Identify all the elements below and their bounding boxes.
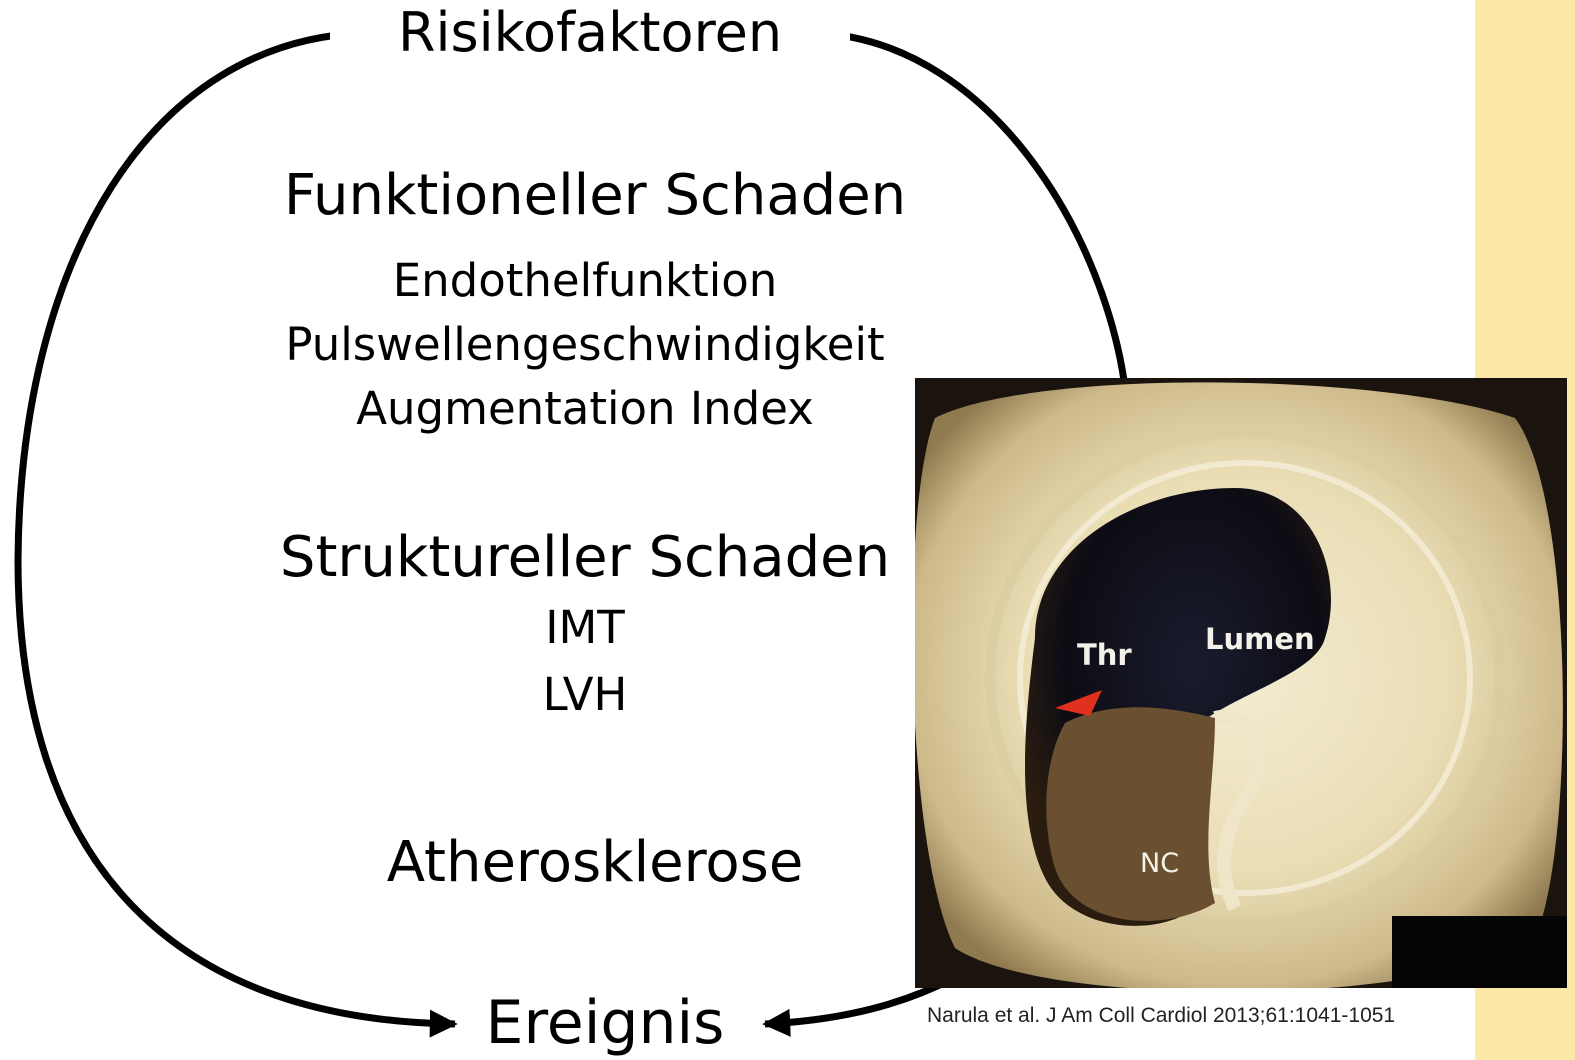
citation: Narula et al. J Am Coll Cardiol 2013;61:… bbox=[927, 1004, 1395, 1028]
functional-damage-title: Funktioneller Schaden bbox=[255, 168, 935, 224]
thrombus-label: Thr bbox=[1077, 638, 1132, 672]
lumen-label: Lumen bbox=[1205, 622, 1315, 656]
necrotic-core-label: NC bbox=[1140, 848, 1179, 879]
structural-item: IMT bbox=[255, 605, 915, 650]
event-label: Ereignis bbox=[485, 993, 725, 1053]
structural-item: LVH bbox=[255, 672, 915, 717]
atherosclerosis-label: Atherosklerose bbox=[255, 835, 935, 891]
functional-item: Augmentation Index bbox=[255, 386, 915, 431]
risk-factors-label: Risikofaktoren bbox=[330, 6, 850, 60]
functional-item: Pulswellengeschwindigkeit bbox=[255, 322, 915, 367]
functional-item: Endothelfunktion bbox=[255, 258, 915, 303]
structural-damage-title: Struktureller Schaden bbox=[255, 530, 915, 586]
artery-cross-section-photo: Thr Lumen NC bbox=[915, 378, 1567, 988]
